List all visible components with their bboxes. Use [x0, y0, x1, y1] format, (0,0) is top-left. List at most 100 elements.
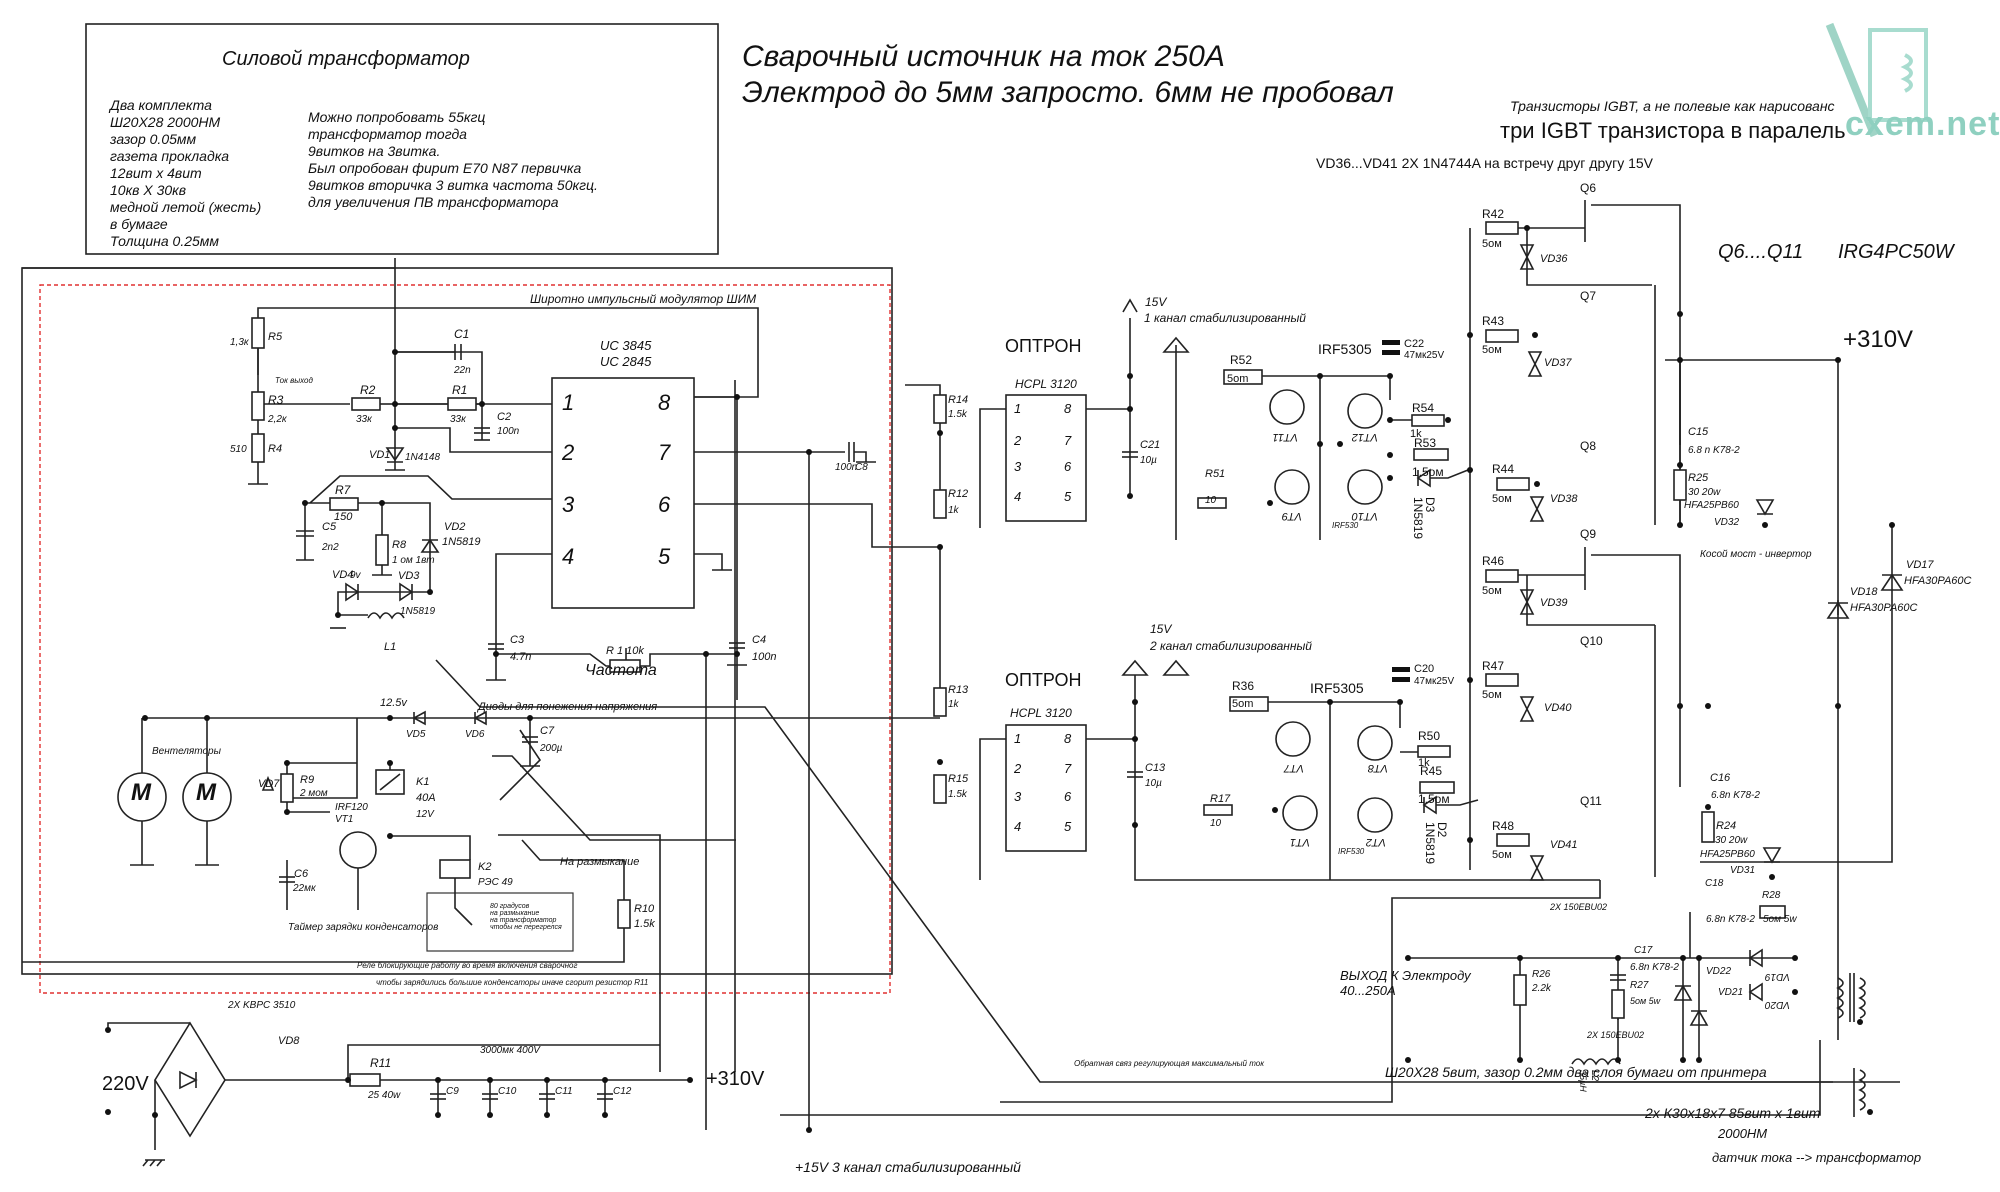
svg-text:VD3: VD3	[398, 570, 420, 582]
motor-label-2: M	[196, 779, 217, 806]
svg-text:C17: C17	[1634, 945, 1653, 956]
svg-text:VD37: VD37	[1544, 357, 1572, 369]
ic-pins: 1 2 3 4 8 7 6 5	[561, 390, 671, 569]
svg-text:9витков на 3витка.: 9витков на 3витка.	[308, 143, 440, 159]
svg-text:C21: C21	[1140, 439, 1160, 451]
q-range: Q6....Q11	[1718, 241, 1803, 263]
driver1-labels: ОПТРОН HCPL 3120 15V 1 канал стабилизиро…	[948, 295, 1444, 539]
svg-text:2X 150EBU02: 2X 150EBU02	[1586, 1030, 1644, 1040]
svg-text:C10: C10	[498, 1086, 517, 1097]
svg-text:Q7: Q7	[1580, 289, 1596, 303]
svg-text:12V: 12V	[416, 809, 435, 820]
svg-text:на размыкание: на размыкание	[490, 910, 539, 917]
svg-text:2.2k: 2.2k	[1531, 983, 1552, 994]
svg-text:Частота: Частота	[585, 662, 657, 679]
svg-text:C4: C4	[752, 634, 766, 646]
svg-text:10: 10	[1205, 495, 1217, 506]
svg-text:6: 6	[1064, 459, 1072, 474]
svg-text:25 40w: 25 40w	[367, 1090, 401, 1101]
resistor-R46	[1485, 569, 1519, 583]
svg-text:30 20w: 30 20w	[1688, 487, 1721, 498]
svg-text:40A: 40A	[416, 792, 436, 804]
svg-text:9v: 9v	[350, 570, 362, 581]
resistor-R11	[349, 1073, 381, 1087]
svg-text:VD2: VD2	[444, 521, 465, 533]
transformer-notes-left: Два комплекта Ш20Х28 2000НМ зазор 0.05мм…	[108, 97, 261, 249]
svg-text:7: 7	[1064, 761, 1072, 776]
svg-text:VT1: VT1	[1290, 836, 1310, 848]
svg-text:Был опробован фирит E70 N87 пе: Был опробован фирит E70 N87 первичка	[308, 160, 582, 176]
svg-text:C22: C22	[1404, 338, 1424, 350]
mosfet-VT7	[1275, 721, 1311, 757]
svg-text:VD36: VD36	[1540, 253, 1568, 265]
svg-text:Ток выход: Ток выход	[275, 376, 313, 385]
svg-text:R44: R44	[1492, 462, 1514, 476]
svg-text:4: 4	[562, 544, 574, 569]
optocoupler-1	[1005, 394, 1087, 522]
svg-text:47мк25V: 47мк25V	[1414, 676, 1454, 687]
svg-text:Q8: Q8	[1580, 439, 1596, 453]
svg-text:2X 150EBU02: 2X 150EBU02	[1549, 902, 1607, 912]
svg-text:R50: R50	[1418, 729, 1440, 743]
svg-text:зазор 0.05мм: зазор 0.05мм	[109, 131, 196, 147]
svg-text:Вентеляторы: Вентеляторы	[152, 746, 222, 757]
svg-text:12.5v: 12.5v	[380, 697, 408, 709]
svg-text:R13: R13	[948, 684, 969, 696]
svg-text:2 мом: 2 мом	[299, 788, 328, 799]
svg-text:датчик тока --> трансформатор: датчик тока --> трансформатор	[1712, 1150, 1921, 1165]
svg-text:2 канал стабилизированный: 2 канал стабилизированный	[1149, 639, 1312, 653]
resistor-R54	[1411, 414, 1445, 427]
svg-text:R43: R43	[1482, 314, 1504, 328]
ic-label-2: UC 2845	[600, 354, 652, 369]
svg-text:C9: C9	[446, 1086, 459, 1097]
thermo-box	[426, 892, 574, 952]
transformer-heading: Силовой трансформатор	[222, 48, 470, 70]
mosfet-VT1b	[1282, 795, 1318, 831]
svg-text:VD1: VD1	[369, 449, 390, 461]
svg-text:HFA25PB60: HFA25PB60	[1700, 849, 1755, 860]
svg-text:VD5: VD5	[406, 729, 426, 740]
svg-text:C3: C3	[510, 634, 525, 646]
svg-text:R2: R2	[360, 383, 376, 397]
svg-text:VT10: VT10	[1351, 510, 1378, 522]
opto1-pins: 12 34 87 65	[1013, 401, 1072, 504]
svg-text:5om: 5om	[1227, 373, 1248, 385]
svg-text:L1: L1	[384, 641, 396, 653]
svg-text:1.5k: 1.5k	[948, 789, 968, 800]
svg-text:R52: R52	[1230, 353, 1252, 367]
svg-text:VD7: VD7	[258, 778, 280, 790]
svg-text:R47: R47	[1482, 659, 1504, 673]
igbt-note: Транзисторы IGBT, а не полевые как нарис…	[1510, 98, 1835, 114]
svg-text:Диоды для понежения напряжения: Диоды для понежения напряжения	[476, 701, 657, 713]
svg-text:1.5k: 1.5k	[634, 918, 655, 930]
junction-dots	[105, 225, 1895, 1133]
control-frame	[21, 267, 893, 975]
svg-text:VD6: VD6	[465, 729, 485, 740]
svg-text:510: 510	[230, 444, 247, 455]
svg-text:HCPL 3120: HCPL 3120	[1010, 706, 1072, 720]
inductor-L1	[367, 612, 405, 620]
svg-text:газета прокладка: газета прокладка	[110, 148, 229, 164]
svg-text:5ом: 5ом	[1482, 689, 1502, 701]
svg-text:4: 4	[1014, 489, 1021, 504]
svg-text:1: 1	[1014, 731, 1021, 746]
svg-text:C20: C20	[1414, 663, 1434, 675]
svg-text:R51: R51	[1205, 468, 1225, 480]
svg-text:R 1 10k: R 1 10k	[606, 645, 644, 657]
svg-text:33к: 33к	[450, 414, 467, 425]
svg-text:C16: C16	[1710, 772, 1731, 784]
svg-text:1 канал стабилизированный: 1 канал стабилизированный	[1144, 311, 1306, 325]
svg-text:8: 8	[1064, 731, 1072, 746]
svg-text:VD38: VD38	[1550, 493, 1578, 505]
svg-text:VT9: VT9	[1282, 510, 1302, 522]
svg-text:1N5819: 1N5819	[442, 536, 481, 548]
svg-text:ОПТРОН: ОПТРОН	[1005, 336, 1082, 356]
svg-text:C8: C8	[855, 462, 868, 473]
svg-text:VD20: VD20	[1765, 999, 1790, 1010]
svg-text:R54: R54	[1412, 401, 1434, 415]
svg-text:C13: C13	[1145, 762, 1166, 774]
opto2-pins: 12 34 87 65	[1013, 731, 1072, 834]
svg-text:R25: R25	[1688, 472, 1709, 484]
